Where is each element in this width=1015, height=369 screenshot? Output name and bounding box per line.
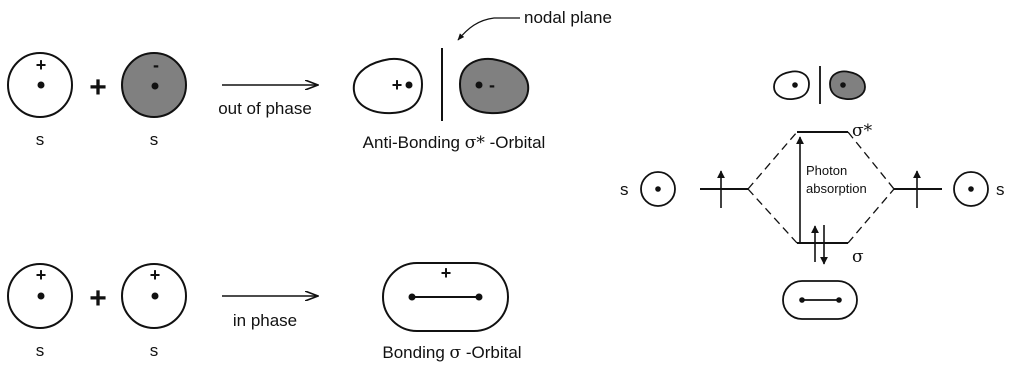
nucleus-dot	[37, 81, 45, 89]
bonding-orbital-icon	[782, 280, 858, 320]
nucleus-dot	[836, 297, 842, 303]
s-label: s	[150, 341, 159, 360]
nucleus-dot	[405, 81, 413, 89]
s-orbital-negative-top: - s	[121, 52, 187, 149]
antibonding-caption: Anti-Bonding σ* -Orbital	[363, 133, 546, 153]
s-label-right: s	[996, 180, 1005, 199]
nucleus-dot	[475, 81, 483, 89]
in-phase-row: + s + + s in phase + Bonding σ -Orbital	[7, 262, 522, 363]
plus-sign: +	[36, 265, 47, 285]
nucleus-dot	[799, 297, 805, 303]
correlation-line	[747, 188, 798, 244]
nucleus-dot	[840, 82, 846, 88]
nodal-plane-label: nodal plane	[524, 8, 612, 27]
s-label: s	[150, 130, 159, 149]
plus-sign: +	[150, 265, 161, 285]
antibonding-icon-lobe-negative	[829, 70, 866, 100]
nucleus-dot	[37, 292, 45, 300]
mo-energy-diagram: σ* s s σ Photon absorption	[620, 66, 1005, 320]
nucleus-dot	[151, 82, 159, 90]
sigma-label: σ	[852, 247, 864, 267]
s-label: s	[36, 341, 45, 360]
plus-sign: +	[441, 263, 452, 283]
out-of-phase-label: out of phase	[218, 99, 312, 118]
s-label-left: s	[620, 180, 629, 199]
s-orbital-positive-bottom-left: + s	[7, 263, 73, 360]
antibonding-lobe-negative	[458, 57, 530, 115]
in-phase-label: in phase	[233, 311, 297, 330]
nucleus-dot	[408, 293, 416, 301]
photon-label: Photon	[806, 163, 847, 178]
nucleus-dot	[792, 82, 798, 88]
nucleus-dot	[968, 186, 974, 192]
nucleus-dot	[151, 292, 159, 300]
s-orbital-positive-bottom-right: + s	[121, 263, 187, 360]
antibonding-icon-lobe-positive	[773, 70, 810, 100]
sigma-star-label: σ*	[852, 121, 873, 141]
s-label: s	[36, 130, 45, 149]
nodal-plane-pointer	[457, 17, 520, 41]
correlation-line	[747, 131, 798, 190]
out-of-phase-row: + s + - s out of phase + - nodal plane A…	[7, 8, 612, 153]
nucleus-dot	[655, 186, 661, 192]
plus-sign: +	[36, 55, 47, 75]
minus-sign: -	[489, 75, 495, 95]
s-orbital-positive-top: + s	[7, 52, 73, 149]
correlation-line	[847, 188, 895, 244]
bonding-orbital: +	[382, 262, 509, 332]
bonding-caption: Bonding σ -Orbital	[382, 343, 521, 363]
minus-sign: -	[153, 55, 159, 75]
antibonding-orbital: + -	[352, 48, 530, 121]
addition-operator: +	[89, 282, 107, 315]
antibonding-lobe-positive	[352, 57, 424, 115]
antibonding-orbital-icon	[773, 66, 866, 104]
addition-operator: +	[89, 71, 107, 104]
nucleus-dot	[475, 293, 483, 301]
plus-sign: +	[392, 75, 403, 95]
absorption-label: absorption	[806, 181, 867, 196]
